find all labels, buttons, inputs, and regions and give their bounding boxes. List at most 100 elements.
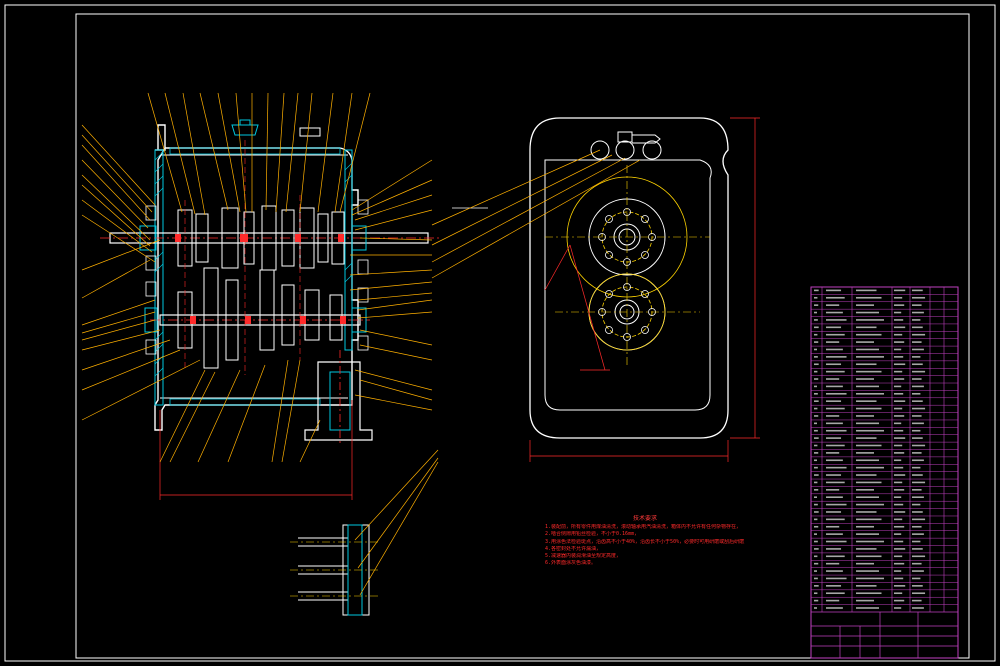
- bom-cell-mark: [826, 607, 843, 609]
- bom-cell-mark: [894, 548, 906, 550]
- bom-cell-mark: [814, 452, 819, 454]
- bom-cell-mark: [826, 348, 843, 351]
- side-view: [431, 117, 760, 462]
- bom-cell-mark: [826, 296, 845, 299]
- bom-cell-mark: [826, 562, 840, 565]
- bom-cell-mark: [894, 341, 905, 343]
- bom-cell-mark: [894, 459, 902, 462]
- bom-cell-mark: [856, 585, 877, 587]
- bom-cell-mark: [826, 444, 845, 447]
- bom-cell-mark: [894, 370, 903, 373]
- bom-cell-mark: [894, 481, 903, 484]
- bom-cell-mark: [912, 311, 924, 314]
- main-section-view: [81, 92, 488, 500]
- bom-cell-mark: [856, 289, 877, 292]
- bom-cell-mark: [856, 407, 882, 410]
- bom-cell-mark: [894, 348, 902, 351]
- bom-cell-mark: [856, 562, 874, 565]
- bom-cell-mark: [826, 289, 842, 292]
- bom-cell-mark: [814, 496, 817, 499]
- bom-cell-mark: [912, 466, 921, 469]
- bom-cell-mark: [912, 511, 923, 513]
- bom-cell-mark: [912, 481, 926, 484]
- bom-cell-mark: [894, 562, 905, 565]
- bom-cell-mark: [814, 437, 819, 439]
- bom-cell-mark: [856, 304, 874, 306]
- bom-cell-mark: [826, 429, 847, 432]
- bom-cell-mark: [826, 489, 840, 491]
- bom-cell-mark: [894, 407, 903, 410]
- note-line: 2.啮合侧隙用铅丝检验，不小于0.16mm，: [545, 531, 640, 538]
- note-line: 4.各密封处不允许漏油，: [545, 545, 602, 552]
- bom-cell-mark: [826, 452, 840, 454]
- bom-cell-mark: [894, 585, 906, 587]
- bom-cell-mark: [856, 511, 877, 513]
- bom-cell-mark: [856, 326, 877, 329]
- bom-cell-mark: [894, 496, 902, 499]
- bom-cell-mark: [814, 422, 817, 425]
- bom-cell-mark: [826, 585, 842, 587]
- bom-cell-mark: [894, 570, 902, 572]
- bom-cell-mark: [814, 333, 818, 336]
- bom-cell-mark: [912, 577, 921, 580]
- bom-cell-mark: [826, 378, 840, 380]
- bom-cell-mark: [814, 326, 819, 329]
- bom-cell-mark: [814, 385, 817, 388]
- bom-cell-mark: [894, 333, 903, 336]
- bom-cell-mark: [814, 311, 817, 314]
- bom-cell-mark: [826, 304, 840, 306]
- bom-cell-mark: [826, 459, 843, 462]
- bom-cell-mark: [814, 503, 818, 506]
- bom-cell-mark: [814, 592, 818, 595]
- bom-cell-mark: [912, 562, 922, 565]
- bom-cell-mark: [826, 481, 845, 484]
- note-line: 3.用涂色法检验斑点，沿齿高不小于40%，沿齿长不小于50%，必要时可用研磨或刮…: [545, 538, 745, 545]
- bom-cell-mark: [912, 304, 922, 306]
- bom-cell-mark: [912, 326, 923, 329]
- bom-cell-mark: [814, 289, 819, 292]
- bom-cell-mark: [826, 592, 845, 595]
- bom-cell-mark: [894, 378, 905, 380]
- bom-cell-mark: [856, 548, 877, 550]
- bom-cell-mark: [826, 466, 847, 469]
- bom-cell-mark: [912, 489, 922, 491]
- bom-cell-mark: [856, 356, 884, 358]
- bom-cell-mark: [912, 452, 922, 454]
- bom-cell-mark: [856, 466, 884, 469]
- bom-cell-mark: [912, 437, 923, 439]
- bom-cell-mark: [912, 592, 926, 595]
- bom-cell-mark: [894, 437, 906, 439]
- bom-cell-mark: [814, 356, 818, 358]
- bom-cell-mark: [814, 466, 818, 469]
- bom-cell-mark: [856, 378, 874, 380]
- bom-cell-mark: [826, 356, 847, 358]
- bom-cell-mark: [894, 289, 906, 292]
- bom-cell-mark: [894, 489, 905, 491]
- bom-cell-mark: [894, 429, 904, 432]
- bom-cell-mark: [894, 518, 903, 521]
- bom-cell-mark: [814, 459, 817, 462]
- bom-cell-mark: [894, 474, 906, 476]
- bom-cell-mark: [894, 363, 906, 366]
- bom-cell-mark: [826, 555, 845, 558]
- bom-cell-mark: [912, 341, 922, 343]
- bom-cell-mark: [826, 333, 845, 336]
- bom-cell-mark: [894, 296, 903, 299]
- bom-cell-mark: [912, 459, 924, 462]
- bom-cell-mark: [856, 481, 882, 484]
- bom-cell-mark: [826, 577, 847, 580]
- bom-cell-mark: [814, 370, 818, 373]
- bom-cell-mark: [856, 437, 877, 439]
- bom-cell-mark: [814, 599, 819, 602]
- bom-cell-mark: [894, 422, 902, 425]
- bom-cell-mark: [826, 385, 843, 388]
- bom-cell-mark: [814, 444, 818, 447]
- bom-cell-mark: [856, 533, 879, 535]
- bom-cell-mark: [814, 415, 819, 417]
- bom-cell-mark: [826, 392, 847, 395]
- bom-cell-mark: [894, 592, 903, 595]
- bom-cell-mark: [814, 570, 817, 572]
- bom-cell-mark: [856, 370, 882, 373]
- bom-cell-mark: [894, 319, 904, 321]
- bom-cell-mark: [814, 341, 819, 343]
